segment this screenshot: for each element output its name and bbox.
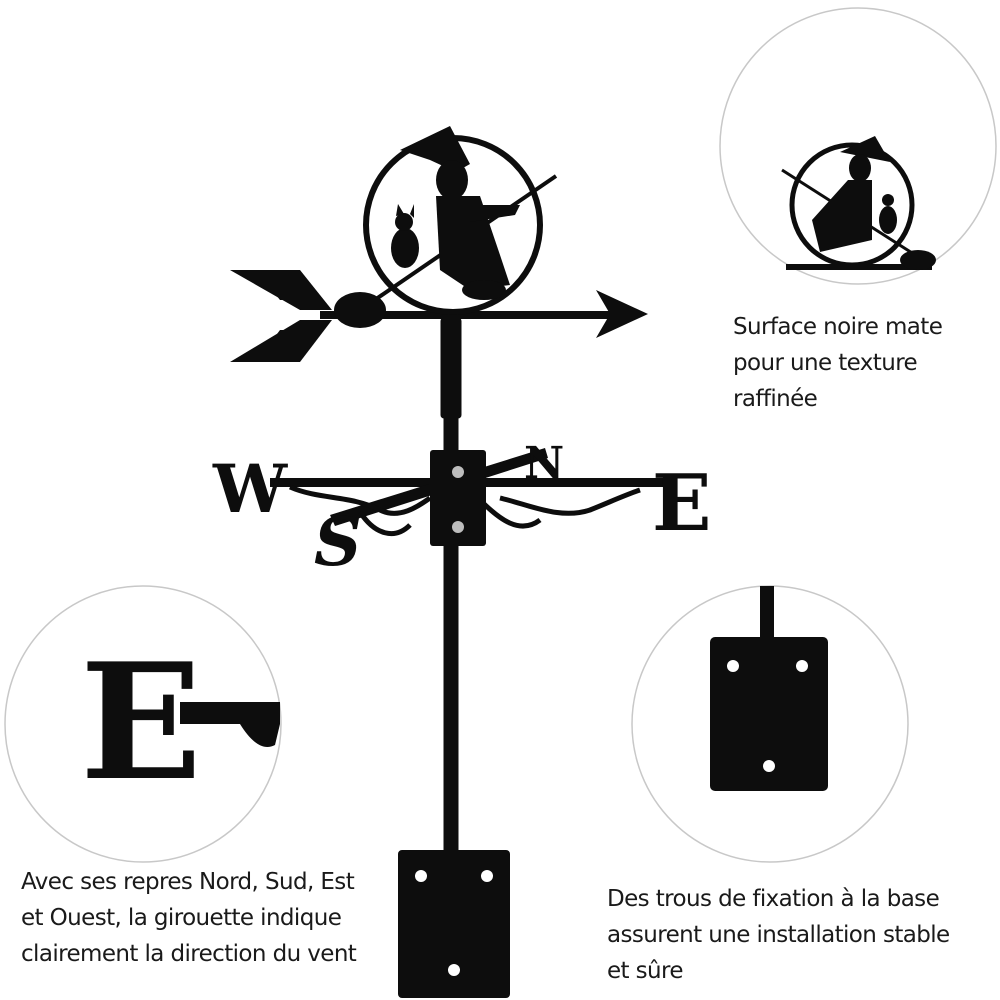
compass-letter-east: E: [652, 458, 711, 549]
arrow-shaft: [320, 311, 610, 319]
caption-directions: Avec ses repres Nord, Sud, Est et Ouest,…: [21, 864, 357, 972]
arrow-icon: [596, 290, 648, 338]
center-hub: [430, 450, 486, 546]
caption-line: et Ouest, la girouette indique: [21, 905, 342, 931]
cat-silhouette-icon: [391, 204, 419, 268]
witch-silhouette-icon: [400, 126, 520, 300]
main-weathervane: [230, 126, 665, 998]
caption-line: pour une texture: [733, 350, 918, 376]
caption-line: Avec ses repres Nord, Sud, Est: [21, 869, 355, 895]
detail-circle-letters: E: [4, 585, 282, 863]
caption-line: et sûre: [607, 958, 684, 984]
caption-line: clairement la direction du vent: [21, 941, 357, 967]
detail-circle-finish: [719, 7, 997, 285]
caption-mounting: Des trous de fixation à la base assurent…: [607, 881, 950, 989]
compass-letter-north: N: [524, 438, 564, 489]
caption-line: Des trous de fixation à la base: [607, 886, 940, 912]
caption-line: Surface noire mate: [733, 314, 943, 340]
compass-letter-south: S: [314, 503, 362, 581]
caption-line: assurent une installation stable: [607, 922, 950, 948]
caption-finish: Surface noire mate pour une texture raff…: [733, 309, 943, 417]
mounting-plate-icon: [398, 850, 510, 998]
detail-letter-east: E: [80, 628, 202, 816]
compass-letter-west: W: [212, 450, 288, 528]
arrow-tail: [230, 270, 332, 362]
detail-circle-mounting: [631, 585, 909, 863]
pole: [440, 317, 462, 419]
compass-letters: W E N S: [212, 438, 711, 581]
caption-line: raffinée: [733, 386, 818, 412]
